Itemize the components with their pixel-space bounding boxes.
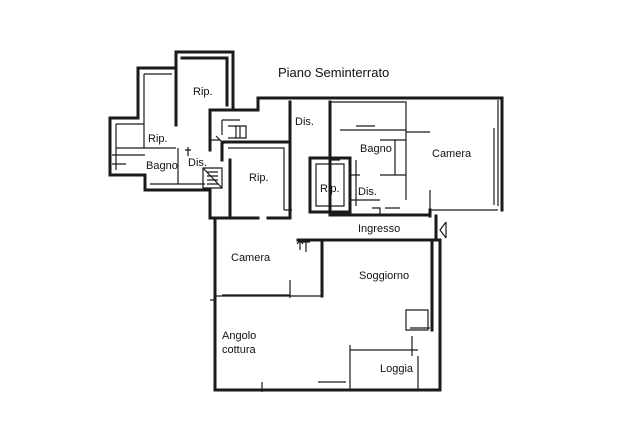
room-label-dis-left: Dis. <box>188 157 207 169</box>
plan-title: Piano Seminterrato <box>278 65 389 80</box>
room-label-cottura: cottura <box>222 344 257 356</box>
room-label-camera-center: Camera <box>231 252 271 264</box>
room-label-rip-center: Rip. <box>249 172 269 184</box>
room-label-rip-small: Rip. <box>320 183 340 195</box>
room-labels: Rip. Rip. Bagno Dis. Rip. Dis. Bagno Cam… <box>146 86 472 375</box>
room-label-rip-left: Rip. <box>148 133 168 145</box>
room-label-bagno-right: Bagno <box>360 143 392 155</box>
room-label-bagno-left: Bagno <box>146 160 178 172</box>
room-label-dis-small: Dis. <box>358 186 377 198</box>
room-label-angolo: Angolo <box>222 330 256 342</box>
room-label-soggiorno: Soggiorno <box>359 270 409 282</box>
room-label-dis-top: Dis. <box>295 116 314 128</box>
room-label-rip-top: Rip. <box>193 86 213 98</box>
room-label-camera-right: Camera <box>432 148 472 160</box>
walls <box>108 50 504 392</box>
room-label-ingresso: Ingresso <box>358 223 400 235</box>
room-label-loggia: Loggia <box>380 363 414 375</box>
